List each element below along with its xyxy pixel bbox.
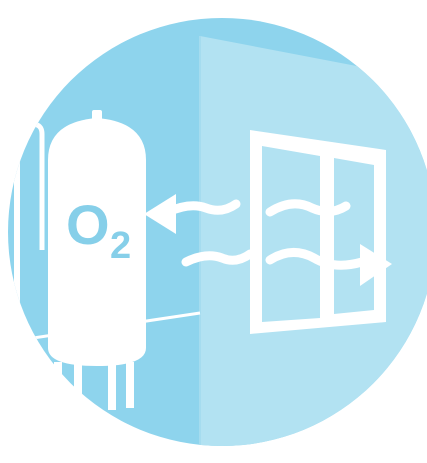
- pipe-stand: [14, 124, 20, 364]
- window-icon: [250, 130, 386, 334]
- o2-symbol: O: [66, 197, 110, 253]
- o2-label: O 2: [66, 197, 146, 267]
- o2-subscript: 2: [110, 227, 131, 265]
